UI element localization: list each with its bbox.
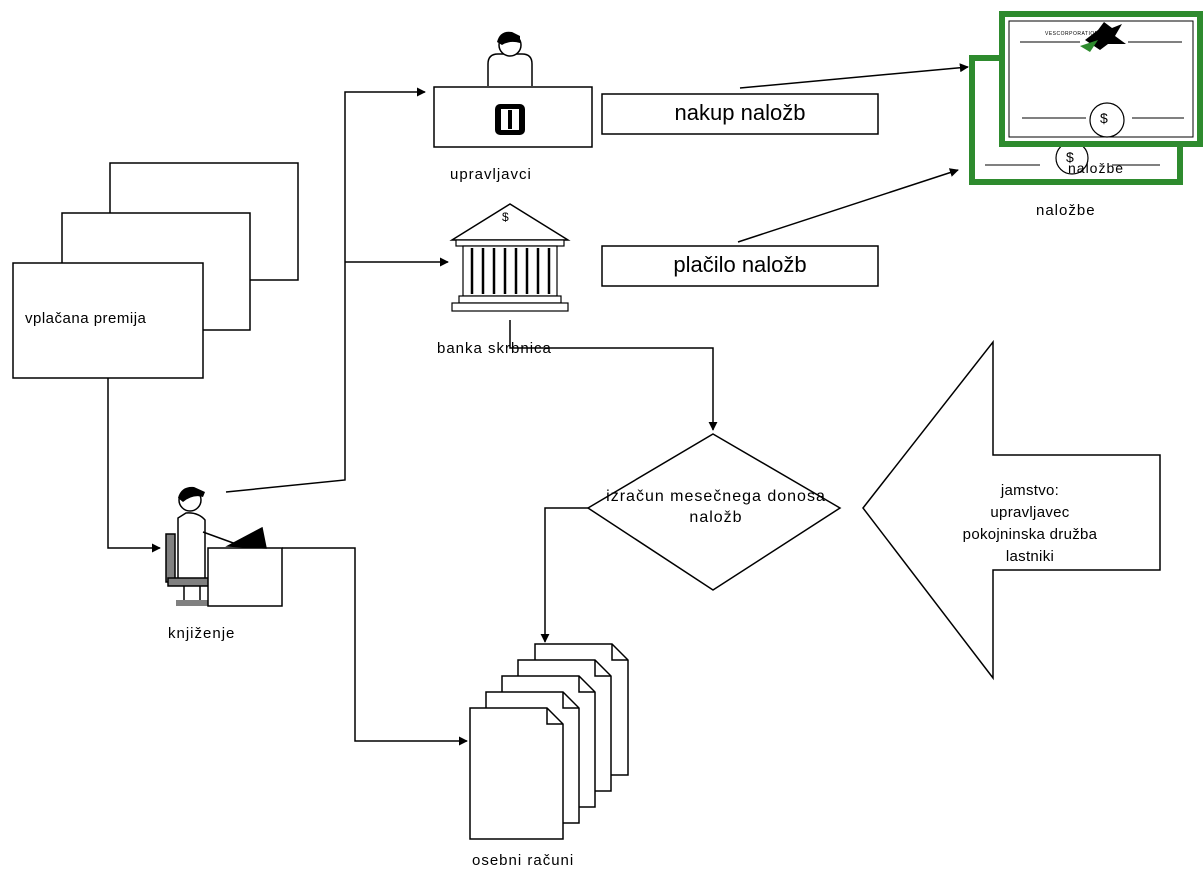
certificate-overlap-label: naložbe [1068, 160, 1125, 176]
personal-accounts-label: osebni računi [472, 852, 575, 869]
premium-label: vplačana premija [25, 310, 147, 327]
booking-clerk [165, 486, 283, 607]
investment-certificates [969, 11, 1203, 185]
premium-stack [12, 162, 299, 379]
certificate-dollar-front: $ [1100, 110, 1108, 126]
bank-building [449, 203, 571, 312]
pay-investments-label: plačilo naložb [673, 252, 807, 277]
certificate-dollar-back: $ [1066, 149, 1074, 165]
certificate-company: VESCORPORATION [1045, 31, 1099, 37]
personal-accounts-stack [469, 643, 629, 840]
guarantee-line-owners: lastniki [1005, 548, 1055, 565]
managers-label: upravljavci [450, 166, 532, 183]
managers-desk [433, 31, 593, 148]
guarantee-line-manager: upravljavec [990, 504, 1070, 521]
guarantee-title: jamstvo: [1000, 482, 1060, 499]
pay-investments-box [601, 245, 879, 287]
guarantee-line-company: pokojninska družba [962, 526, 1098, 543]
bank-label: banka skrbnica [437, 340, 552, 357]
buy-investments-label: nakup naložb [674, 100, 806, 125]
bank-dollar-sign: $ [502, 210, 509, 224]
calculation-label: izračun mesečnega donosa naložb [606, 488, 826, 526]
connector-lines [107, 63, 969, 746]
calculation-diamond [586, 433, 842, 591]
guarantee-arrow [862, 339, 1161, 681]
buy-investments-box [601, 93, 879, 135]
investments-label: naložbe [1036, 202, 1096, 219]
booking-label: knjiženje [168, 625, 236, 642]
